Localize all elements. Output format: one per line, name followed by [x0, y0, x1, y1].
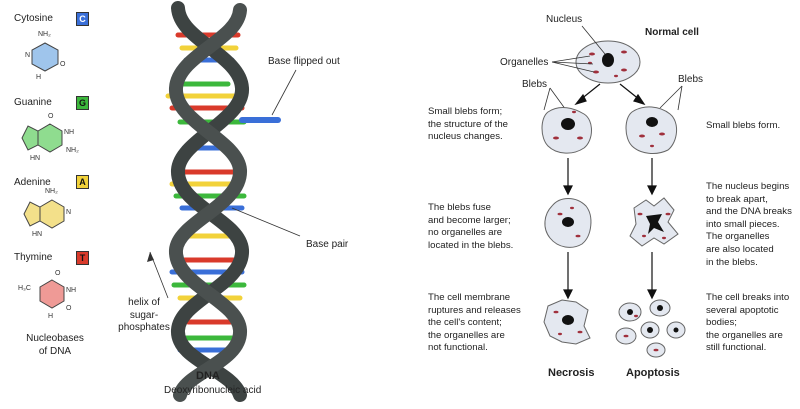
svg-text:O: O	[55, 270, 61, 277]
guanine-molecule	[21, 123, 63, 153]
thymine-molecule	[39, 279, 65, 309]
organelles-label: Organelles	[500, 57, 549, 68]
necrosis-cell-1	[541, 107, 592, 154]
svg-text:NH₂: NH₂	[45, 188, 58, 195]
apoptosis-cell-1	[625, 106, 677, 154]
svg-text:N: N	[25, 52, 30, 59]
necrosis-step-1: Small blebs form; the structure of the n…	[428, 106, 508, 143]
svg-text:H: H	[36, 74, 41, 81]
thymine-label: Thymine	[14, 252, 53, 263]
apoptosis-cell-2	[629, 197, 679, 247]
svg-text:NH₂: NH₂	[66, 147, 79, 154]
flipped-out-label: Base flipped out	[268, 56, 340, 67]
arrowhead	[147, 252, 154, 262]
helix-label: helix of sugar-phosphates	[118, 297, 170, 334]
necrosis-cell-3	[543, 299, 591, 345]
necrosis-step-3: The cell membrane ruptures and releases …	[428, 292, 521, 354]
svg-text:NH: NH	[64, 129, 74, 136]
necrosis-cell-2	[544, 198, 592, 248]
base-pair-label: Base pair	[306, 239, 349, 250]
svg-text:H: H	[48, 313, 53, 320]
necrosis-label: Necrosis	[548, 367, 595, 379]
svg-text:O: O	[48, 113, 54, 120]
backbone-strand-2	[169, 3, 247, 402]
cytosine-molecule	[31, 42, 59, 72]
svg-text:N: N	[66, 209, 71, 216]
normal-cell-label: Normal cell	[645, 27, 699, 38]
guanine-label: Guanine	[14, 97, 52, 108]
svg-text:H₃C: H₃C	[18, 285, 31, 292]
apoptosis-step-2: The nucleus begins to break apart, and t…	[706, 181, 792, 268]
svg-text:O: O	[60, 61, 66, 68]
adenine-label: Adenine	[14, 177, 51, 188]
blebs-left-label: Blebs	[522, 79, 548, 90]
apoptosis-label: Apoptosis	[626, 367, 680, 379]
apoptosis-step-1: Small blebs form.	[706, 120, 781, 131]
callout-line-pair	[231, 207, 301, 237]
cytosine-badge: C	[76, 12, 89, 26]
dna-title: DNA	[196, 370, 220, 382]
adenine-badge: A	[76, 175, 89, 189]
apoptosis-step-3: The cell breaks into several apoptotic b…	[706, 292, 790, 354]
cytosine-label: Cytosine	[14, 13, 53, 24]
svg-text:NH₂: NH₂	[38, 31, 51, 38]
normal-cell	[575, 40, 641, 84]
svg-text:HN: HN	[32, 231, 42, 238]
blebs-right-label: Blebs	[678, 74, 704, 85]
guanine-badge: G	[76, 96, 89, 110]
necrosis-step-2: The blebs fuse and become larger; no org…	[428, 202, 514, 251]
nucleobases-caption: Nucleobases of DNA	[26, 333, 84, 357]
svg-text:HN: HN	[30, 155, 40, 162]
nucleus-label: Nucleus	[546, 14, 583, 25]
dna-subtitle: Deoxyribonucleic acid	[164, 385, 262, 396]
adenine-molecule	[23, 199, 65, 229]
callout-line-flipped	[271, 69, 297, 116]
svg-text:O: O	[66, 305, 72, 312]
svg-text:NH: NH	[66, 287, 76, 294]
thymine-badge: T	[76, 251, 89, 265]
